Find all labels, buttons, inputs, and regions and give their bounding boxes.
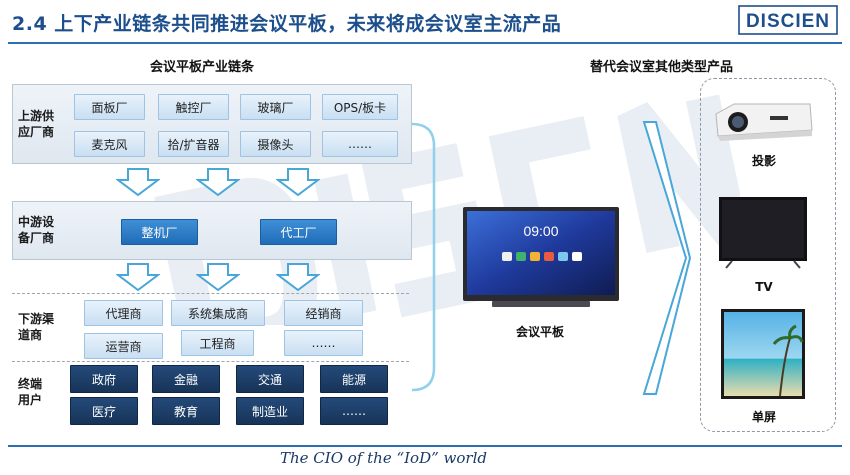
single-screen-image	[721, 309, 805, 399]
meeting-tablet-image	[463, 207, 619, 307]
single-screen-caption: 单屏	[751, 410, 776, 424]
downstream-item: 系统集成商	[171, 300, 265, 326]
upstream-item: OPS/板卡	[322, 94, 398, 120]
upstream-label-line1: 上游供	[18, 109, 55, 123]
end-users-label: 终端 用户	[18, 376, 42, 408]
footer-slogan: The CIO of the “IoD” world	[280, 449, 487, 467]
alternatives-panel	[700, 78, 836, 432]
tv-caption: TV	[755, 280, 773, 294]
title-divider	[8, 42, 842, 44]
downstream-item: 运营商	[84, 333, 163, 359]
brand-logo: DISCIEN	[738, 5, 838, 35]
tablet-caption: 会议平板	[515, 325, 564, 339]
downstream-label-line2: 道商	[18, 328, 43, 342]
chevron-right-icon	[642, 121, 692, 395]
upstream-item: ……	[322, 131, 398, 157]
midstream-label: 中游设 备厂商	[18, 214, 54, 246]
projector-caption: 投影	[751, 154, 776, 168]
end-user-item: 金融	[152, 365, 220, 393]
flow-arrow-down	[196, 263, 240, 291]
brand-logo-text: DISCIEN	[746, 11, 830, 32]
end-user-item: ……	[320, 397, 388, 425]
end-user-item: 政府	[70, 365, 138, 393]
flow-arrow-down	[276, 263, 320, 291]
downstream-item: ……	[284, 330, 363, 356]
flow-arrow-down	[116, 263, 160, 291]
end-user-item: 制造业	[236, 397, 304, 425]
midstream-label-line1: 中游设	[18, 215, 55, 229]
midstream-item: 整机厂	[121, 219, 198, 245]
upstream-item: 面板厂	[74, 94, 145, 120]
upstream-item: 麦克风	[74, 131, 145, 157]
downstream-item: 经销商	[284, 300, 363, 326]
upstream-item: 触控厂	[158, 94, 229, 120]
upstream-item: 摄像头	[240, 131, 311, 157]
section-divider	[12, 361, 409, 362]
flow-arrow-down	[276, 168, 320, 196]
chain-bracket	[411, 122, 436, 392]
end-user-item: 教育	[152, 397, 220, 425]
downstream-item: 工程商	[181, 330, 254, 356]
value-chain-heading: 会议平板产业链条	[150, 60, 255, 75]
downstream-item: 代理商	[84, 300, 163, 326]
midstream-band	[12, 201, 412, 260]
midstream-item: 代工厂	[260, 219, 337, 245]
tv-image	[719, 197, 807, 269]
flow-arrow-down	[196, 168, 240, 196]
midstream-label-line2: 备厂商	[18, 231, 55, 245]
downstream-label-line1: 下游渠	[18, 312, 55, 326]
page-title: 2.4 上下产业链条共同推进会议平板，未来将成会议室主流产品	[12, 13, 562, 35]
footer-divider	[8, 445, 842, 447]
upstream-item: 玻璃厂	[240, 94, 311, 120]
downstream-label: 下游渠 道商	[18, 311, 54, 343]
end-users-label-line1: 终端	[18, 377, 43, 391]
end-users-label-line2: 用户	[18, 393, 43, 407]
upstream-item: 拾/扩音器	[158, 131, 229, 157]
projector-image	[715, 103, 813, 141]
section-divider	[12, 293, 409, 294]
end-user-item: 交通	[236, 365, 304, 393]
flow-arrow-down	[116, 168, 160, 196]
upstream-label-line2: 应厂商	[18, 125, 55, 139]
end-user-item: 医疗	[70, 397, 138, 425]
tablet-clock: 09:00	[523, 223, 559, 239]
end-user-item: 能源	[320, 365, 388, 393]
upstream-label: 上游供 应厂商	[18, 108, 54, 140]
alternatives-heading: 替代会议室其他类型产品	[590, 60, 734, 75]
